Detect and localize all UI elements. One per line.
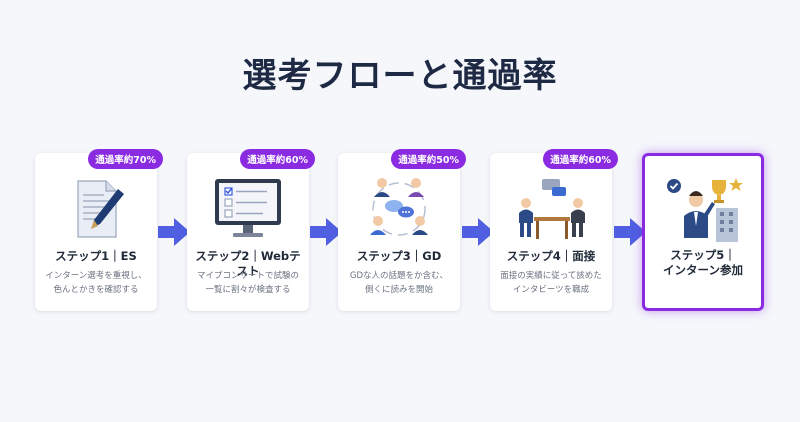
step-title: ステップ2｜Webテスト <box>195 249 301 278</box>
arrow-right-icon <box>310 218 342 246</box>
pass-rate-badge: 通過率約50% <box>391 149 466 169</box>
intern-trophy-icon <box>667 178 743 242</box>
step-card-4[interactable]: 通過率約60% ステップ4｜面接 面接の実績に従って該めた インタビーツを職成 <box>490 149 618 311</box>
monitor-checklist-icon <box>215 179 281 237</box>
step-description: インターン選考を重視し、 色んとかきを確認する <box>45 271 147 295</box>
step-card-2[interactable]: 通過率約60% ステップ2｜Webテスト マイプコンサートで試験の 一覧に割々が… <box>187 149 315 311</box>
group-discussion-icon <box>370 178 428 236</box>
step-description: GDな人の話題をか含む、 側くに読みを開始 <box>349 271 449 295</box>
pass-rate-badge: 通過率約60% <box>543 149 618 169</box>
step-title: ステップ4｜面接 <box>506 249 596 263</box>
step-title: ステップ1｜ES <box>55 249 137 263</box>
step-title: ステップ3｜GD <box>356 249 442 263</box>
step-description: マイプコンサートで試験の 一覧に割々が検査する <box>196 271 299 295</box>
page-title: 選考フローと通過率 <box>242 56 558 96</box>
arrow-right-icon <box>462 218 494 246</box>
step-card-1[interactable]: 通過率約70% ステップ1｜ES インターン選考を重視し、 色んとかきを確認する <box>35 149 163 311</box>
pass-rate-badge: 通過率約60% <box>240 149 315 169</box>
arrow-right-icon <box>614 218 646 246</box>
step-description: 面接の実績に従って該めた インタビーツを職成 <box>500 271 602 295</box>
interview-icon <box>519 179 585 239</box>
document-pen-icon <box>77 180 124 238</box>
step-title: ステップ5｜ インターン参加 <box>663 248 743 277</box>
pass-rate-badge: 通過率約70% <box>88 149 163 169</box>
step-card-3[interactable]: 通過率約50% ステップ3｜GD GDな人の話題をか含む、 側くに読みを開始 <box>338 149 466 311</box>
arrow-right-icon <box>158 218 190 246</box>
step-card-5[interactable]: ステップ5｜ インターン参加 <box>642 153 764 311</box>
